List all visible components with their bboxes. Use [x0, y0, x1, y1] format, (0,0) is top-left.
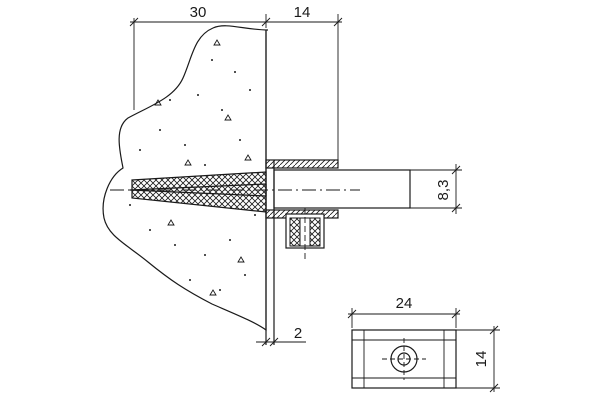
clip-section — [285, 208, 325, 262]
dimension-label-8-3: 8,3 — [435, 180, 452, 201]
dimension-label-30: 30 — [190, 4, 207, 21]
dimension-top-right — [262, 14, 343, 160]
bracket-top-plate — [265, 159, 339, 169]
dimension-label-14-top: 14 — [294, 4, 311, 21]
dimension-clip-height — [456, 325, 500, 393]
wall-plug — [131, 171, 267, 213]
dimension-label-14-clip: 14 — [473, 351, 490, 368]
dimension-label-24: 24 — [396, 295, 413, 312]
concrete-texture — [129, 39, 256, 296]
clip-plan-view — [351, 329, 457, 389]
wall-section — [102, 25, 269, 332]
dimension-clip-length — [347, 308, 461, 328]
dimension-top-left — [129, 14, 271, 110]
dimension-rod — [410, 164, 462, 214]
rod — [273, 169, 411, 209]
dimension-label-2: 2 — [294, 325, 302, 342]
dimension-gap — [256, 337, 306, 347]
